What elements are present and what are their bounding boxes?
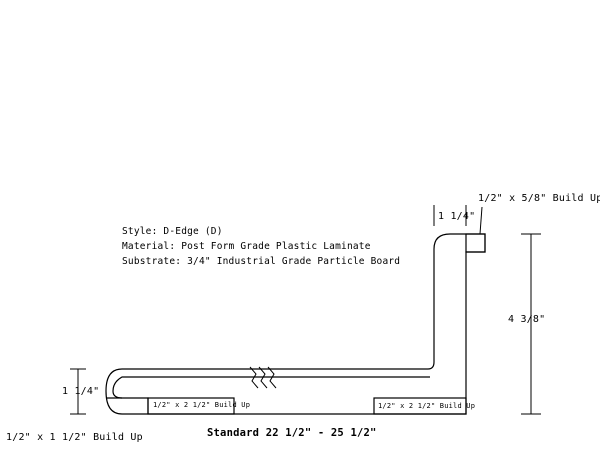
substrate-spec: Substrate: 3/4" Industrial Grade Particl…: [122, 256, 401, 267]
material-spec: Material: Post Form Grade Plastic Lamina…: [122, 241, 371, 252]
style-spec: Style: D-Edge (D): [122, 226, 223, 237]
backsplash-thickness-dimension: [433, 205, 467, 226]
backsplash-thickness-label: 1 1/4": [438, 211, 476, 222]
front-edge-height-dimension: [70, 368, 86, 415]
front-edge-height-label: 1 1/4": [62, 386, 100, 397]
under-buildup-right-strip: [373, 397, 467, 415]
backsplash-height-dimension: [521, 233, 541, 415]
top-buildup-label: 1/2" x 5/8" Build Up: [478, 193, 600, 204]
break-marks: [249, 366, 277, 389]
front-edge-inner-line: [112, 376, 430, 399]
front-buildup-label: 1/2" x 1 1/2" Build Up: [6, 432, 143, 443]
under-buildup-left-label: 1/2" x 2 1/2" Build Up: [153, 401, 251, 409]
under-buildup-right-label: 1/2" x 2 1/2" Build Up: [378, 402, 476, 410]
backsplash-height-label: 4 3/8": [508, 314, 546, 325]
standard-depth-label: Standard 22 1/2" - 25 1/2": [207, 427, 377, 439]
top-buildup-leader: [479, 206, 483, 235]
under-buildup-left-strip: [147, 397, 235, 415]
top-buildup-block: [465, 233, 486, 253]
